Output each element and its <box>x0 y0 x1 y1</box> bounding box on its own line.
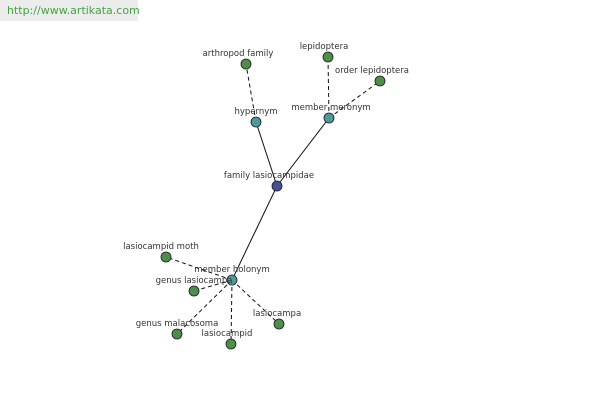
node-member-meronym[interactable]: member meronym <box>291 103 371 124</box>
node-label-genus-malacosoma[interactable]: genus malacosoma <box>136 319 219 329</box>
node-marker-order-lepidoptera[interactable] <box>374 75 386 87</box>
node-genus-malacosoma[interactable]: genus malacosoma <box>136 319 219 340</box>
node-label-hypernym[interactable]: hypernym <box>234 107 277 117</box>
node-label-lasiocampid[interactable]: lasiocampid <box>202 329 253 339</box>
node-marker-genus-malacosoma[interactable] <box>171 328 183 340</box>
node-order-lepidoptera[interactable]: order lepidoptera <box>335 66 409 87</box>
edge-member-meronym-to-lepidoptera <box>327 56 330 119</box>
node-layer: family lasiocampidae hypernym member meron… <box>123 42 409 350</box>
watermark-link[interactable]: http://www.artikata.com <box>7 4 140 17</box>
node-label-lasiocampa[interactable]: lasiocampa <box>253 309 301 319</box>
node-marker-lasiocampid[interactable] <box>225 338 237 350</box>
node-lasiocampid-moth[interactable]: lasiocampid moth <box>123 242 199 263</box>
node-lepidoptera[interactable]: lepidoptera <box>300 42 349 63</box>
node-label-member-holonym[interactable]: member holonym <box>194 265 269 275</box>
node-marker-lasiocampa[interactable] <box>273 318 285 330</box>
node-family-lasiocampidae[interactable]: family lasiocampidae <box>224 171 314 192</box>
watermark-bar: http://www.artikata.com <box>0 0 140 21</box>
edge-hypernym-to-arthropod-family <box>245 63 257 123</box>
edge-member-holonym-to-lasiocampa <box>231 279 280 325</box>
node-marker-genus-lasiocampa[interactable] <box>188 285 200 297</box>
edge-member-holonym-to-lasiocampid-moth <box>165 256 233 281</box>
edge-layer <box>165 56 381 345</box>
node-label-lepidoptera[interactable]: lepidoptera <box>300 42 349 52</box>
node-marker-member-meronym[interactable] <box>323 112 335 124</box>
node-label-family-lasiocampidae[interactable]: family lasiocampidae <box>224 171 314 181</box>
node-genus-lasiocampa[interactable]: genus lasiocampa <box>156 276 233 297</box>
node-label-genus-lasiocampa[interactable]: genus lasiocampa <box>156 276 233 286</box>
node-marker-lasiocampid-moth[interactable] <box>160 251 172 263</box>
edge-member-holonym-to-lasiocampid <box>230 279 233 345</box>
node-label-lasiocampid-moth[interactable]: lasiocampid moth <box>123 242 199 252</box>
edge-member-holonym-to-genus-malacosoma <box>176 279 233 335</box>
edge-family-lasiocampidae-to-member-meronym <box>276 117 330 187</box>
node-marker-family-lasiocampidae[interactable] <box>271 180 283 192</box>
node-member-holonym[interactable]: member holonym <box>194 265 270 286</box>
edge-family-lasiocampidae-to-member-holonym <box>231 185 278 281</box>
node-arthropod-family[interactable]: arthropod family <box>203 49 274 70</box>
node-hypernym[interactable]: hypernym <box>234 107 278 128</box>
node-marker-arthropod-family[interactable] <box>240 58 252 70</box>
node-marker-lepidoptera[interactable] <box>322 51 334 63</box>
node-marker-hypernym[interactable] <box>250 116 262 128</box>
node-label-arthropod-family[interactable]: arthropod family <box>203 49 274 59</box>
node-lasiocampa[interactable]: lasiocampa <box>253 309 301 330</box>
node-label-order-lepidoptera[interactable]: order lepidoptera <box>335 66 409 76</box>
node-label-member-meronym[interactable]: member meronym <box>291 103 370 113</box>
edge-family-lasiocampidae-to-hypernym <box>255 121 278 187</box>
node-marker-member-holonym[interactable] <box>226 274 238 286</box>
node-lasiocampid[interactable]: lasiocampid <box>202 329 253 350</box>
edge-member-meronym-to-order-lepidoptera <box>328 80 381 119</box>
